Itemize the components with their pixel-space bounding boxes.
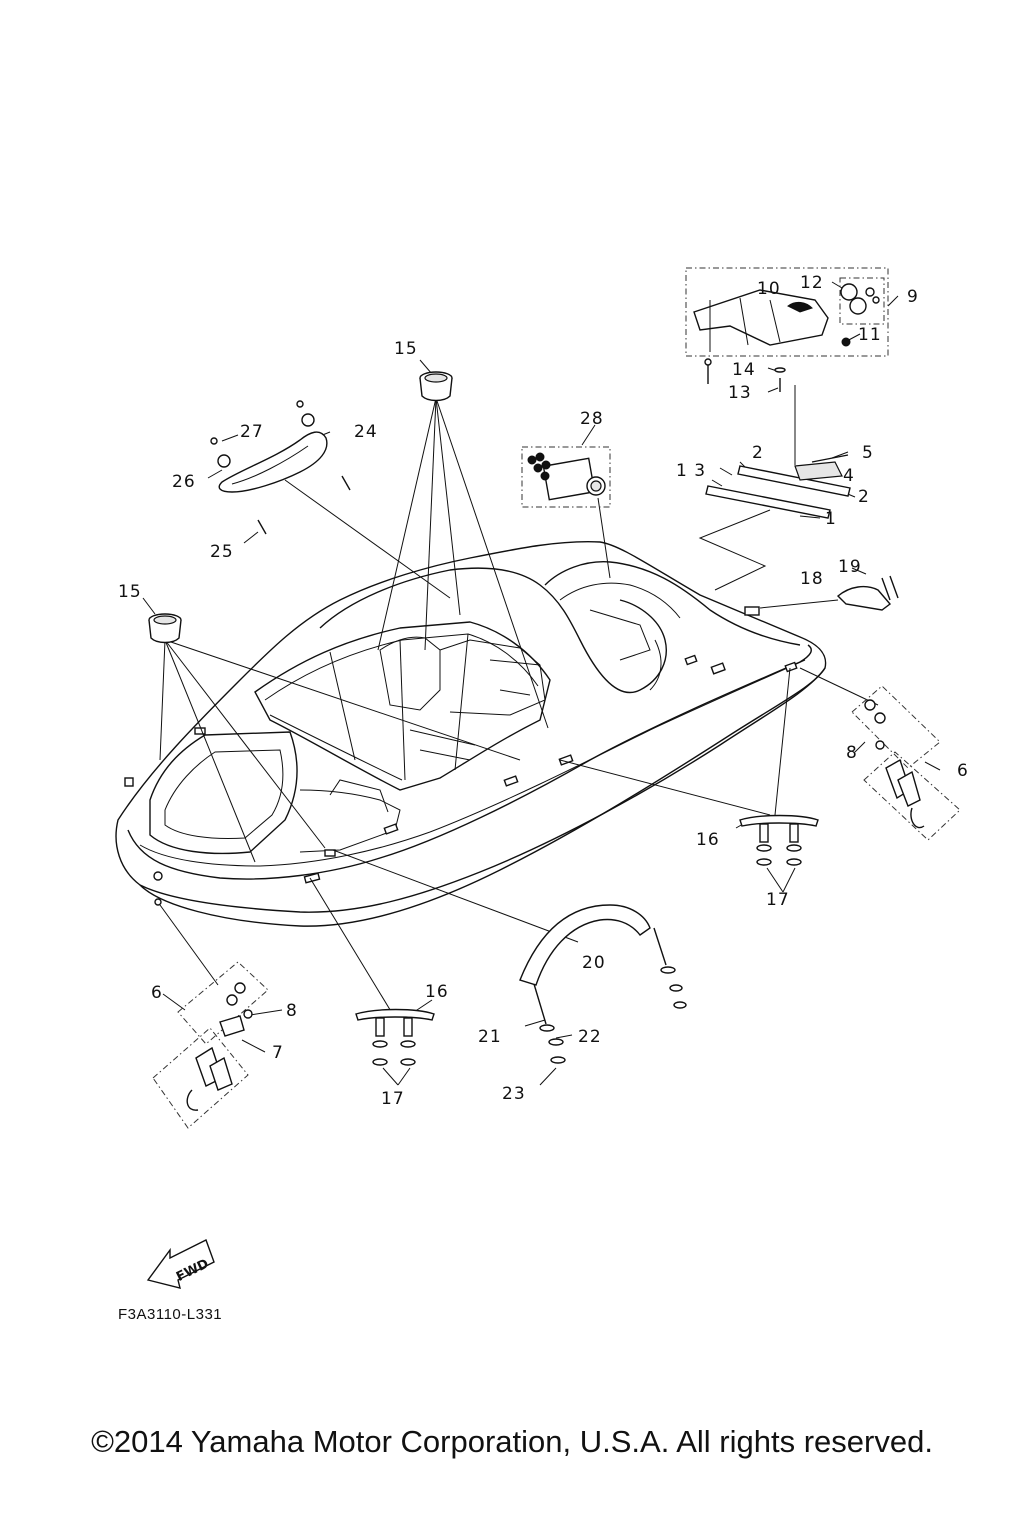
callout-28: 28 bbox=[580, 409, 604, 429]
part-tie-down-right bbox=[864, 699, 925, 829]
callout-2b: 2 bbox=[858, 487, 870, 507]
callout-13: 13 bbox=[728, 383, 752, 403]
callout-19: 19 bbox=[838, 557, 862, 577]
callout-16b: 16 bbox=[425, 982, 449, 1002]
part-cleat-right bbox=[739, 814, 819, 866]
part-cup-holder-left bbox=[148, 613, 182, 644]
callout-26: 26 bbox=[172, 472, 196, 492]
callout-5: 5 bbox=[862, 443, 874, 463]
callout-6a: 6 bbox=[957, 761, 969, 781]
part-bow-rail bbox=[519, 904, 687, 1064]
part-grab-handle bbox=[210, 400, 351, 535]
callout-12: 12 bbox=[800, 273, 824, 293]
callout-6b: 6 bbox=[151, 983, 163, 1003]
callout-10: 10 bbox=[757, 279, 781, 299]
part-seat-frame bbox=[693, 283, 880, 392]
fwd-arrow-icon: FWD bbox=[146, 1239, 215, 1289]
leader-lines bbox=[142, 281, 941, 1086]
callout-15b: 15 bbox=[118, 582, 142, 602]
part-ski-tow-18-19 bbox=[836, 575, 899, 611]
part-cleat-left bbox=[355, 1008, 435, 1066]
callout-24: 24 bbox=[354, 422, 378, 442]
drawing-code: F3A3110-L331 bbox=[118, 1306, 223, 1323]
callout-27: 27 bbox=[240, 422, 264, 442]
callout-2a: 2 bbox=[752, 443, 764, 463]
dashed-group-boxes bbox=[152, 267, 961, 1129]
part-seat-rails bbox=[705, 454, 851, 519]
callout-14: 14 bbox=[732, 360, 756, 380]
callout-22: 22 bbox=[578, 1027, 602, 1047]
callout-7: 7 bbox=[272, 1043, 284, 1063]
callout-8b: 8 bbox=[286, 1001, 298, 1021]
callout-23: 23 bbox=[502, 1084, 526, 1104]
callout-20: 20 bbox=[582, 953, 606, 973]
boat-hull bbox=[115, 541, 827, 927]
callout-16a: 16 bbox=[696, 830, 720, 850]
part-fuse-box bbox=[527, 452, 606, 501]
callout-17b: 17 bbox=[381, 1089, 405, 1109]
callout-1-3: 1 3 bbox=[676, 461, 706, 481]
callout-17a: 17 bbox=[766, 890, 790, 910]
callout-labels: 1 2 2 1 3 4 5 6 6 7 8 8 9 10 11 12 13 14… bbox=[118, 273, 969, 1109]
callout-25: 25 bbox=[210, 542, 234, 562]
callout-1: 1 bbox=[825, 509, 837, 529]
part-tie-down-left bbox=[186, 982, 253, 1111]
part-cup-holder-top bbox=[419, 371, 453, 402]
callout-8a: 8 bbox=[846, 743, 858, 763]
callout-11: 11 bbox=[858, 325, 882, 345]
copyright-notice: ©2014 Yamaha Motor Corporation, U.S.A. A… bbox=[91, 1424, 933, 1459]
callout-15a: 15 bbox=[394, 339, 418, 359]
callout-4: 4 bbox=[843, 466, 855, 486]
callout-18: 18 bbox=[800, 569, 824, 589]
callout-21: 21 bbox=[478, 1027, 502, 1047]
callout-9: 9 bbox=[907, 287, 919, 307]
